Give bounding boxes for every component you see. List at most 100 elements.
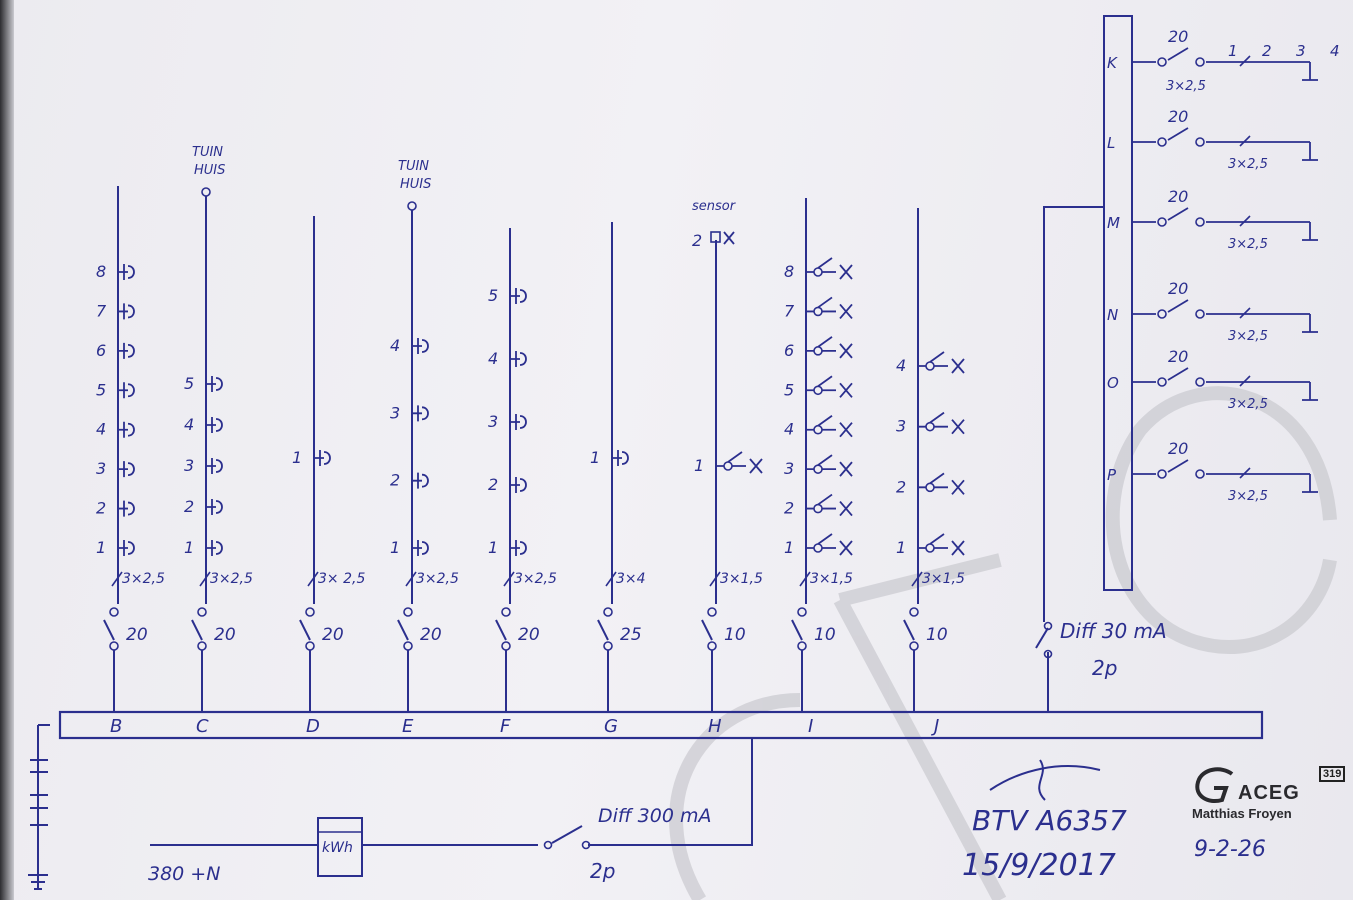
outlet-number: 7 [96,301,107,320]
light-switch-symbol [925,361,935,371]
socket-outlet-symbol [412,338,429,354]
outlet-number: 1 [292,448,302,467]
light-switch-symbol [813,346,823,356]
outlet-number: 4 [896,356,906,375]
breaker-rating: 20 [126,625,148,645]
cable-spec: 3×1,5 [922,571,965,587]
breaker-blade [191,619,203,641]
breaker-blade [701,619,713,641]
cable-spec: 3×2,5 [416,571,459,587]
sub-board-row-label: N [1107,306,1118,324]
breaker-contact [197,641,207,651]
cable-tick [1239,215,1251,227]
main-feed-line [150,738,753,846]
sub-board-circuit-line [1132,127,1318,161]
breaker-rating: 10 [724,625,746,645]
cable-tick [1239,135,1251,147]
socket-outlet-symbol [510,414,527,430]
signature-date: 15/9/2017 [962,848,1116,883]
socket-outlet-symbol [206,499,223,515]
circuit-top-item: 2 [692,231,702,250]
outlet-number: 6 [784,341,794,360]
sub-board-row-label: M [1107,214,1120,232]
sub-board-circuit-line [1132,367,1318,401]
socket-outlet-symbol [314,450,331,466]
breaker-contact [501,607,511,617]
outlet-number: 8 [96,262,106,281]
cable-spec: 3×1,5 [720,571,763,587]
cable-tick [503,571,515,587]
circuit-end-terminal [201,187,211,197]
kwh-meter-label: kWh [322,840,353,856]
stamp-inspector-name: Matthias Froyen [1192,806,1292,821]
light-switch-symbol [813,267,823,277]
outlet-number: 2 [784,499,794,518]
socket-outlet-symbol [118,303,135,320]
circuit-D: 203× 2,51 [292,216,365,712]
circuit-top-label: TUIN [192,145,223,160]
outlet-number: 4 [784,420,794,439]
sub-board-point-number: 4 [1330,42,1340,60]
outlet-number: 2 [184,497,194,516]
outlet-number: 6 [96,341,106,360]
sub-board-breaker-rating: 20 [1168,347,1188,366]
cable-spec: 3×2,5 [122,571,165,587]
sub-board-breaker-rating: 20 [1168,439,1188,458]
breaker-contact [1195,137,1205,147]
cable-spec: 3× 2,5 [318,571,365,587]
breaker-blade [299,619,311,641]
outlet-number: 4 [184,415,194,434]
circuit-group: 203×2,587654321203×2,5TUINHUIS54321203× … [96,145,965,712]
breaker-rating: 20 [420,625,442,645]
light-point-symbol [918,411,965,435]
breaker-blade [103,619,115,641]
paper-shadow-edge [0,0,14,900]
breaker-contact [1195,217,1205,227]
breaker-contact [197,607,207,617]
breaker-blade [495,619,507,641]
inspection-stamp: ACEG 319 Matthias Froyen 9-2-26 [1188,762,1353,872]
socket-outlet-symbol [206,458,223,474]
circuit-top-label: HUIS [400,177,431,192]
watermark-logo [669,386,1337,900]
cable-tick [111,571,123,587]
light-switch-symbol [813,306,823,317]
breaker-rating: 25 [620,625,642,645]
breaker-contact [1157,309,1167,319]
breaker-contact [603,641,613,651]
breaker-contact [909,607,919,617]
main-diff-switch-blade [551,825,583,844]
light-switch-symbol [813,464,823,474]
outlet-number: 5 [184,374,194,393]
breaker-rating: 10 [926,625,948,645]
socket-outlet-symbol [510,477,527,493]
sub-board-point-number: 1 [1228,42,1238,60]
outlet-number: 1 [184,538,194,557]
sensor-symbol [710,231,721,243]
sub-board-breaker-rating: 20 [1168,107,1188,126]
outlet-number: 1 [694,456,704,475]
socket-outlet-symbol [118,421,135,438]
sub-board-row-label: L [1107,134,1115,152]
main-diff-label: Diff 300 mA [598,805,711,827]
breaker-contact [305,641,315,651]
busbar-label: J [931,716,939,737]
busbar-label: B [110,716,122,737]
supply-label: 380 +N [148,863,220,885]
cable-tick [605,571,617,587]
sub-board-feed-switch [1035,627,1049,712]
circuit-G: 253×41 [590,222,646,712]
busbar-label: G [604,716,618,737]
socket-outlet-symbol [510,288,527,304]
breaker-contact [1195,309,1205,319]
cable-tick [911,571,923,587]
outlet-number: 1 [96,538,106,557]
